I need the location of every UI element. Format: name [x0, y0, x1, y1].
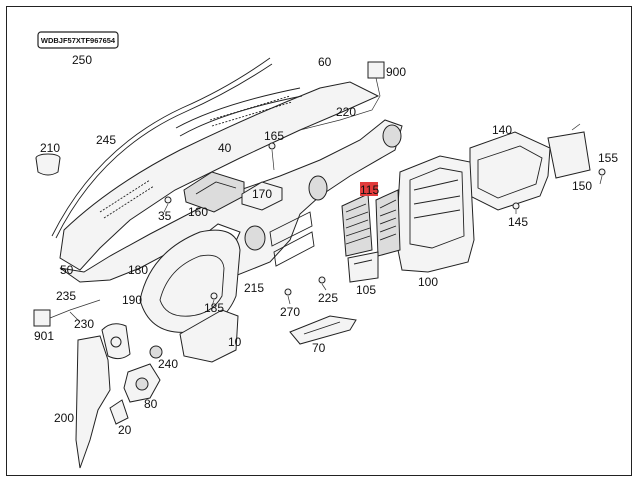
part-vent-grille: [375, 189, 401, 257]
part-900-connector[interactable]: [367, 61, 385, 79]
callout-170: 170: [252, 187, 272, 201]
callout-60: 60: [318, 55, 332, 69]
callout-250: 250: [72, 53, 92, 67]
part-210-cup-holder[interactable]: [35, 153, 61, 176]
vin-badge: [37, 31, 119, 49]
callout-225: 225: [318, 291, 338, 305]
vin-text: WDBJF57XTF967654: [41, 36, 116, 45]
callout-40: 40: [218, 141, 232, 155]
callout-155: 155: [598, 151, 618, 165]
callout-115: 115: [360, 183, 379, 197]
part-70-lower-trim[interactable]: [289, 315, 357, 345]
part-20-bracket[interactable]: [109, 399, 129, 425]
callout-140: 140: [492, 123, 512, 137]
callout-35: 35: [158, 209, 172, 223]
part-200-side-panel[interactable]: [75, 335, 111, 469]
callout-200: 200: [54, 411, 74, 425]
callout-145: 145: [508, 215, 528, 229]
callout-labels: 250 60 900 220 210 245 165 40 140 155 15…: [34, 53, 618, 437]
part-150-cover[interactable]: [547, 131, 591, 179]
callout-105: 105: [356, 283, 376, 297]
part-250-trim-strip[interactable]: [55, 63, 273, 239]
callout-100: 100: [418, 275, 438, 289]
leader-lines: [163, 149, 603, 307]
callout-210: 210: [40, 141, 60, 155]
callout-270: 270: [280, 305, 300, 319]
screw-icons: [164, 142, 606, 300]
callout-50: 50: [60, 263, 74, 277]
callout-150: 150: [572, 179, 592, 193]
part-115-air-vent[interactable]: [341, 193, 373, 257]
callout-80: 80: [144, 397, 158, 411]
callout-70: 70: [312, 341, 326, 355]
callout-901: 901: [34, 329, 54, 343]
part-901-connector[interactable]: [33, 309, 51, 327]
round-vent-center: [308, 175, 328, 201]
part-140-vent-housing[interactable]: [469, 131, 551, 211]
callout-190: 190: [122, 293, 142, 307]
part-235-wire: [49, 299, 101, 319]
part-170-bracket[interactable]: [241, 181, 283, 211]
callout-240: 240: [158, 357, 178, 371]
highlight-marker-115: [360, 182, 378, 196]
diagram-frame: [6, 6, 632, 476]
part-180-cluster-surround[interactable]: [139, 229, 241, 333]
round-vent-right: [382, 124, 402, 148]
part-60-dash-top-cover[interactable]: [59, 81, 380, 271]
callout-10: 10: [228, 335, 242, 349]
callout-160: 160: [188, 205, 208, 219]
callout-180: 180: [128, 263, 148, 277]
callout-20: 20: [118, 423, 132, 437]
callout-185: 185: [204, 301, 224, 315]
round-vent-left: [244, 225, 266, 251]
part-220-wire: [299, 77, 381, 131]
callout-215: 215: [244, 281, 264, 295]
part-240-knob[interactable]: [149, 345, 163, 359]
callout-900: 900: [386, 65, 406, 79]
part-10-knee-panel[interactable]: [179, 309, 239, 363]
callout-220: 220: [336, 105, 356, 119]
callout-230: 230: [74, 317, 94, 331]
callout-165: 165: [264, 129, 284, 143]
defrost-vent-slots: [99, 95, 293, 219]
part-105-switch[interactable]: [347, 251, 379, 283]
callout-235: 235: [56, 289, 76, 303]
callout-245: 245: [96, 133, 116, 147]
